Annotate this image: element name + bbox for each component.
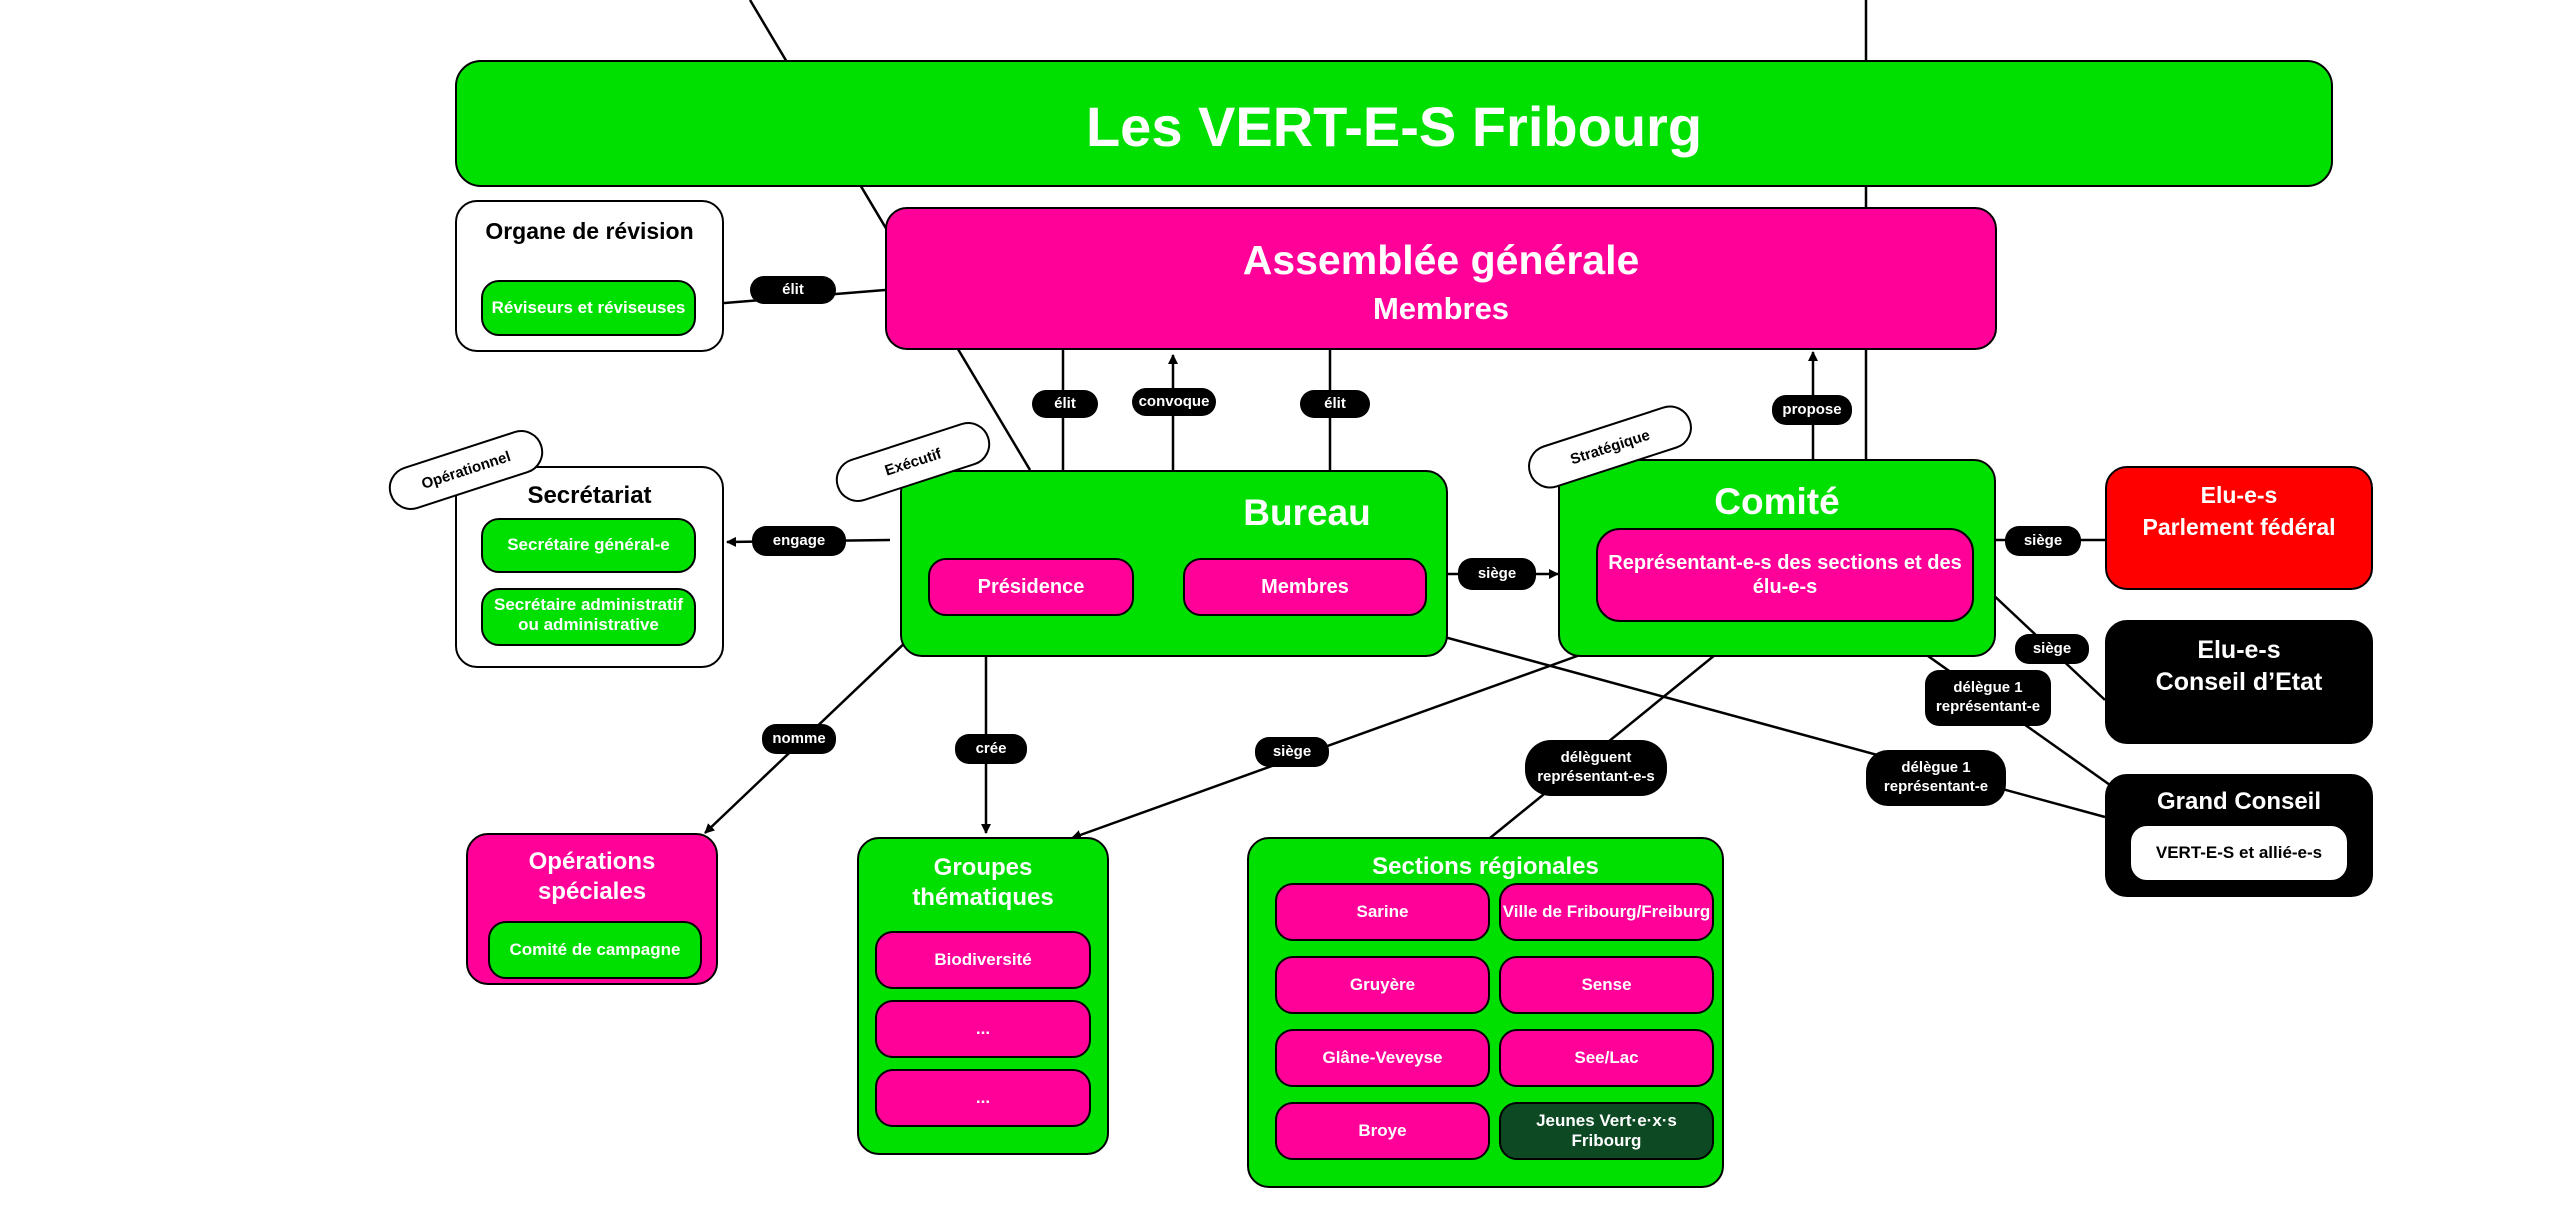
- operations-title: Opérations spéciales: [528, 848, 656, 905]
- assemblee-generale-box: Assemblée générale Membres: [885, 207, 1997, 350]
- comite-box: Comité Représentant-e-s des sections et …: [1558, 459, 1996, 657]
- verts-allies-pill: VERT-E-S et allié-e-s: [2129, 824, 2349, 882]
- label-siege-bureau-comite: siège: [1458, 558, 1536, 590]
- label-elit-revision: élit: [750, 276, 836, 304]
- groupe-biodiversite-pill: Biodiversité: [875, 931, 1091, 989]
- label-convoque: convoque: [1132, 388, 1216, 416]
- section-sarine-pill: Sarine: [1275, 883, 1490, 941]
- operations-box: Opérations spéciales Comité de campagne: [466, 833, 718, 985]
- representants-pill: Représentant-e-s des sections et des élu…: [1596, 528, 1974, 622]
- label-engage: engage: [752, 526, 846, 556]
- sections-title: Sections régionales: [1372, 853, 1599, 880]
- revision-title: Organe de révision: [485, 218, 694, 244]
- elus-federal-box: Elu-e-s Parlement fédéral: [2105, 466, 2373, 590]
- sections-box: Sections régionales Sarine Ville de Frib…: [1247, 837, 1724, 1188]
- bureau-membres-pill: Membres: [1183, 558, 1427, 616]
- label-siege-etat: siège: [2015, 634, 2089, 664]
- reviseurs-pill: Réviseurs et réviseuses: [481, 280, 696, 336]
- page-title: Les VERT-E-S Fribourg: [1085, 95, 1703, 158]
- section-see-lac-pill: See/Lac: [1499, 1029, 1714, 1087]
- bureau-title: Bureau: [1243, 492, 1371, 533]
- section-ville-fribourg-pill: Ville de Fribourg/Freiburg: [1499, 883, 1714, 941]
- bureau-box: Bureau Présidence Membres: [900, 470, 1448, 657]
- grand-conseil-box: Grand Conseil VERT-E-S et allié-e-s: [2105, 774, 2373, 897]
- presidence-pill: Présidence: [928, 558, 1134, 616]
- groupe-item-pill: ...: [875, 1069, 1091, 1127]
- elus-etat-line2: Conseil d’Etat: [2155, 668, 2323, 696]
- title-banner: Les VERT-E-S Fribourg: [455, 60, 2333, 187]
- comite-title: Comité: [1714, 481, 1840, 522]
- secretaire-general-pill: Secrétaire général-e: [481, 518, 696, 573]
- label-siege-groupes: siège: [1255, 737, 1329, 767]
- label-elit-membres: élit: [1300, 390, 1370, 418]
- label-elit-presidence: élit: [1032, 390, 1098, 418]
- groupes-box: Groupes thématiques Biodiversité ... ...: [857, 837, 1109, 1155]
- groupes-title: Groupes thématiques: [912, 854, 1054, 911]
- groupe-item-pill: ...: [875, 1000, 1091, 1058]
- section-glane-veveyse-pill: Glâne-Veveyse: [1275, 1029, 1490, 1087]
- label-nomme: nomme: [762, 724, 836, 754]
- label-delegue-comite: délègue 1 représentant-e: [1925, 670, 2051, 726]
- section-jeunes-verts-pill: Jeunes Vert·e·x·s Fribourg: [1499, 1102, 1714, 1160]
- assemblee-subtitle: Membres: [1372, 291, 1510, 326]
- elus-etat-box: Elu-e-s Conseil d’Etat: [2105, 620, 2373, 744]
- label-deleguent: délèguent représentant-e-s: [1525, 740, 1667, 796]
- label-propose: propose: [1772, 395, 1852, 425]
- label-cree: crée: [955, 734, 1027, 764]
- elus-etat-line1: Elu-e-s: [2197, 636, 2281, 664]
- elus-federal-line2: Parlement fédéral: [2142, 514, 2336, 540]
- secretariat-box: Secrétariat Secrétaire général-e Secréta…: [455, 466, 724, 668]
- section-gruyere-pill: Gruyère: [1275, 956, 1490, 1014]
- elus-federal-line1: Elu-e-s: [2200, 482, 2278, 508]
- label-siege-federal: siège: [2005, 526, 2081, 556]
- section-sense-pill: Sense: [1499, 956, 1714, 1014]
- secretaire-administratif-pill: Secrétaire administratif ou administrati…: [481, 588, 696, 646]
- section-broye-pill: Broye: [1275, 1102, 1490, 1160]
- secretariat-title: Secrétariat: [527, 482, 652, 509]
- assemblee-title: Assemblée générale: [1242, 237, 1640, 283]
- revision-box: Organe de révision Réviseurs et réviseus…: [455, 200, 724, 352]
- comite-campagne-pill: Comité de campagne: [488, 921, 702, 979]
- label-delegue-bureau: délègue 1 représentant-e: [1866, 750, 2006, 806]
- grand-conseil-title: Grand Conseil: [2156, 788, 2322, 815]
